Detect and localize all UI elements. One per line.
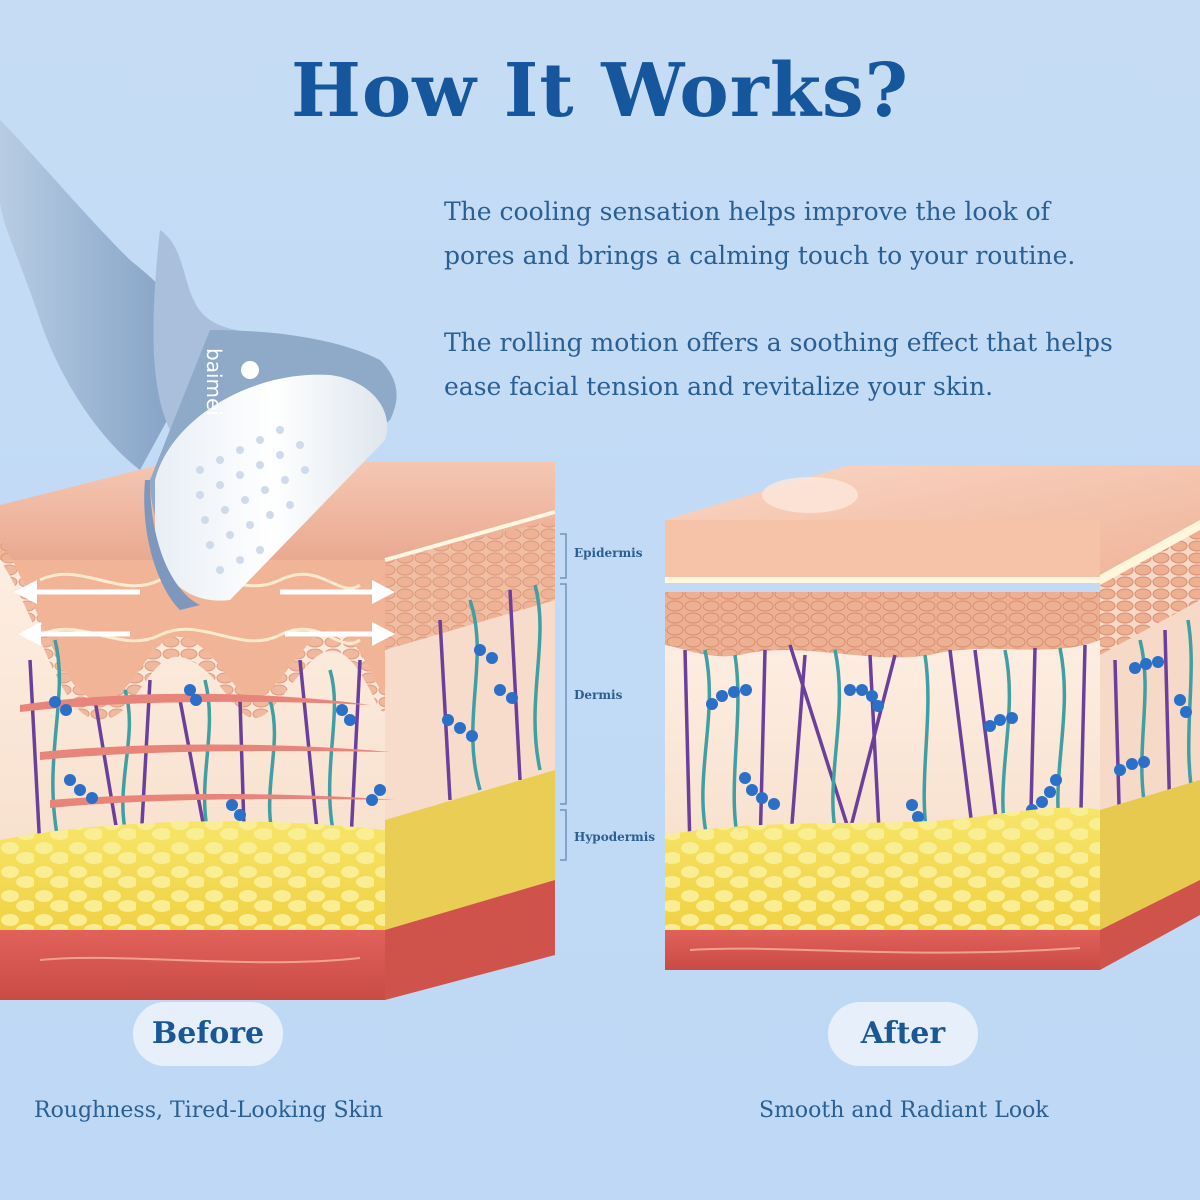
- after-collagen: [706, 656, 1192, 835]
- layer-brackets: [560, 533, 567, 861]
- before-fat-cells: [0, 821, 385, 940]
- after-fat-cells: [665, 807, 1100, 940]
- before-side-muscle: [385, 880, 555, 1000]
- before-side-cells: [385, 510, 555, 650]
- roller-wheel-dots: [196, 426, 309, 574]
- after-side-highlight: [1100, 520, 1200, 585]
- arrow-right-icon: [280, 580, 395, 604]
- label-epidermis: Epidermis: [574, 546, 643, 560]
- after-epidermis-cells: [665, 592, 1100, 658]
- description-rolling: The rolling motion offers a soothing eff…: [444, 321, 1184, 409]
- label-hypodermis: Hypodermis: [574, 830, 656, 844]
- before-tension-lines: [20, 693, 395, 808]
- ice-roller-icon: [0, 120, 397, 610]
- label-dermis: Dermis: [574, 688, 623, 702]
- before-muscle: [0, 930, 385, 1000]
- arrow-left-icon: [18, 622, 130, 646]
- after-side-cells: [1100, 520, 1200, 655]
- description-cooling-line-1: The cooling sensation helps improve the …: [444, 197, 1050, 226]
- skin-block-before: [0, 462, 556, 1000]
- description-cooling-line-2: pores and brings a calming touch to your…: [444, 241, 1076, 270]
- skin-block-after: [665, 465, 1200, 970]
- description-cooling: The cooling sensation helps improve the …: [444, 190, 1184, 278]
- arrow-left-icon: [14, 580, 140, 604]
- after-badge: After: [828, 1002, 978, 1066]
- roller-handle: [0, 120, 200, 470]
- brand-name: baimei: [202, 348, 226, 416]
- brand-logo-icon: [241, 361, 259, 379]
- before-collagen: [49, 644, 518, 821]
- before-caption: Roughness, Tired-Looking Skin: [34, 1098, 384, 1123]
- before-badge: Before: [133, 1002, 283, 1066]
- after-side-muscle: [1100, 880, 1200, 970]
- description-rolling-line-1: The rolling motion offers a soothing eff…: [444, 328, 1113, 357]
- description-rolling-line-2: ease facial tension and revitalize your …: [444, 372, 994, 401]
- before-epidermis-cells: [0, 540, 385, 720]
- arrow-right-icon: [285, 622, 395, 646]
- after-epidermis: [665, 520, 1100, 580]
- after-caption: Smooth and Radiant Look: [759, 1098, 1049, 1123]
- page-title: How It Works?: [290, 48, 909, 134]
